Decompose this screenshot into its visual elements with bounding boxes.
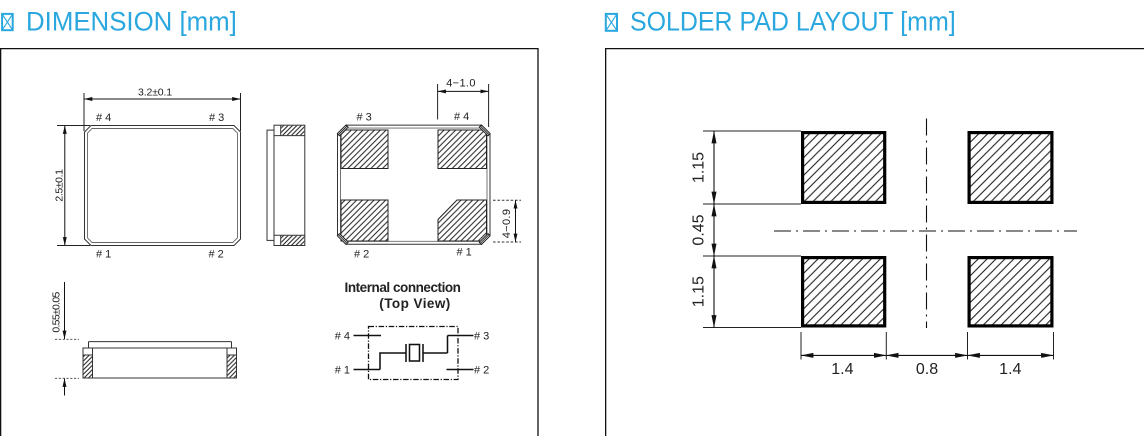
svg-text:# 2: # 2 bbox=[354, 249, 369, 261]
svg-text:SOLDER PAD LAYOUT [mm]: SOLDER PAD LAYOUT [mm] bbox=[630, 6, 956, 37]
svg-text:# 3: # 3 bbox=[474, 331, 489, 343]
svg-text:# 2: # 2 bbox=[209, 249, 224, 261]
svg-text:(Top View): (Top View) bbox=[379, 296, 451, 311]
svg-text:DIMENSION [mm]: DIMENSION [mm] bbox=[26, 6, 237, 37]
svg-text:4−0.9: 4−0.9 bbox=[501, 209, 513, 239]
svg-text:0.45: 0.45 bbox=[691, 214, 708, 245]
svg-text:# 4: # 4 bbox=[335, 331, 350, 343]
svg-text:1.15: 1.15 bbox=[691, 152, 708, 183]
svg-text:0.8: 0.8 bbox=[916, 361, 938, 378]
svg-text:# 4: # 4 bbox=[96, 112, 111, 124]
svg-text:# 1: # 1 bbox=[96, 249, 111, 261]
svg-text:# 3: # 3 bbox=[357, 112, 372, 124]
svg-text:2.5±0.1: 2.5±0.1 bbox=[53, 169, 65, 202]
svg-text:1.4: 1.4 bbox=[999, 361, 1021, 378]
svg-text:# 3: # 3 bbox=[209, 112, 224, 124]
svg-text:1.15: 1.15 bbox=[691, 276, 708, 307]
svg-text:# 1: # 1 bbox=[457, 247, 472, 259]
svg-text:# 1: # 1 bbox=[335, 365, 350, 377]
svg-text:Internal connection: Internal connection bbox=[345, 280, 461, 295]
svg-text:4−1.0: 4−1.0 bbox=[446, 78, 476, 90]
svg-text:# 4: # 4 bbox=[454, 111, 469, 123]
svg-text:1.4: 1.4 bbox=[831, 361, 853, 378]
svg-text:3.2±0.1: 3.2±0.1 bbox=[138, 87, 172, 99]
svg-text:0.55±0.05: 0.55±0.05 bbox=[50, 291, 62, 332]
svg-text:# 2: # 2 bbox=[474, 365, 489, 377]
